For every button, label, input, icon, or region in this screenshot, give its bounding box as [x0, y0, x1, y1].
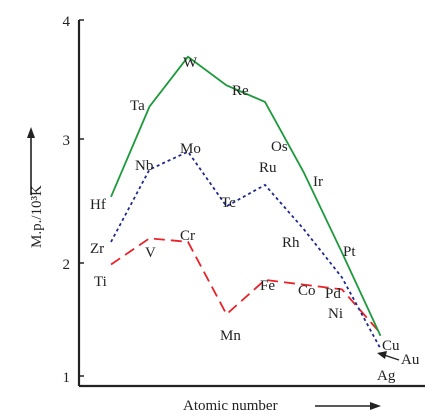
au-pointer-shaft [383, 354, 400, 361]
label-ta: Ta [130, 98, 145, 114]
series-line-5d [110, 55, 382, 337]
label-cu: Cu [382, 338, 400, 354]
series-line-3d [110, 237, 382, 334]
label-ti: Ti [94, 274, 107, 290]
label-nb: Nb [135, 158, 153, 174]
label-cr: Cr [180, 228, 195, 244]
label-mn: Mn [220, 328, 241, 344]
label-co: Co [298, 283, 316, 299]
label-ni: Ni [328, 306, 343, 322]
label-ag: Ag [377, 368, 396, 384]
y-tick-label-2: 2 [63, 257, 71, 273]
label-v: V [145, 245, 156, 261]
label-tc: Tc [221, 195, 236, 211]
x-axis-title: Atomic number [183, 398, 278, 414]
label-fe: Fe [260, 278, 275, 294]
y-axis-title-group: M.p./10³K [29, 185, 45, 248]
au-pointer-head [377, 351, 387, 359]
y-axis-arrow-head [27, 127, 35, 138]
label-pt: Pt [343, 244, 356, 260]
label-re: Re [232, 83, 249, 99]
label-mo: Mo [180, 141, 201, 157]
label-os: Os [271, 139, 288, 155]
y-tick-label-4: 4 [63, 14, 71, 30]
label-zr: Zr [90, 241, 104, 257]
x-axis-arrow-head [370, 402, 381, 410]
label-au: Au [401, 352, 420, 368]
y-axis-title: M.p./10³K [29, 185, 45, 248]
label-ru: Ru [259, 160, 277, 176]
y-tick-label-3: 3 [63, 133, 71, 149]
label-w: W [183, 55, 198, 71]
label-pd: Pd [325, 286, 341, 302]
label-rh: Rh [282, 235, 300, 251]
label-ir: Ir [313, 174, 323, 190]
label-hf: Hf [90, 197, 106, 213]
y-tick-label-1: 1 [63, 370, 71, 386]
